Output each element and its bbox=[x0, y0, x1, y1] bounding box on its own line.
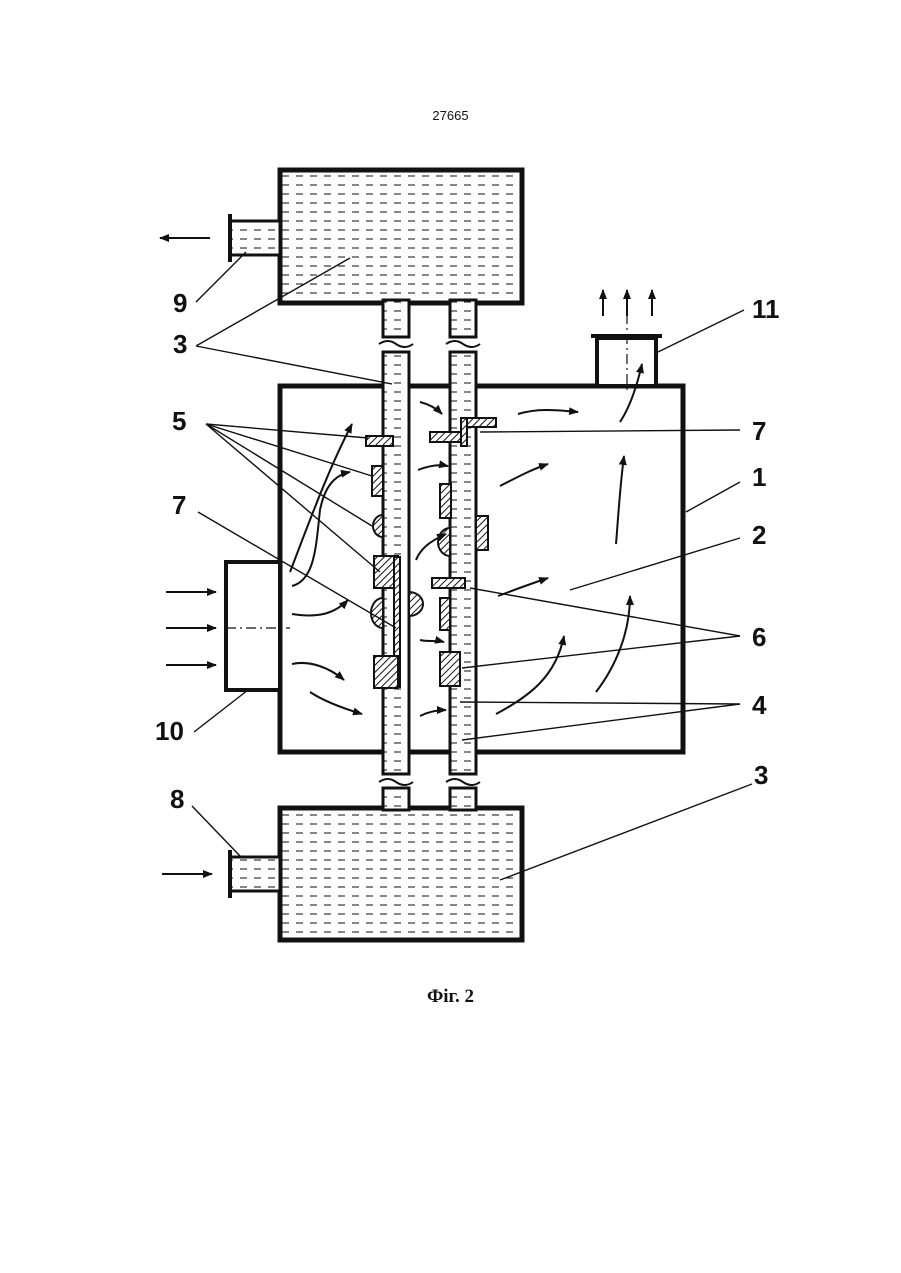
top-tank bbox=[280, 170, 522, 303]
label-2: 2 bbox=[752, 520, 766, 550]
label-6: 6 bbox=[752, 622, 766, 652]
label-7-right: 7 bbox=[752, 416, 766, 446]
inlet-pipe-8 bbox=[162, 850, 280, 898]
inlet-box-10 bbox=[166, 562, 290, 690]
label-4: 4 bbox=[752, 690, 767, 720]
bottom-tank bbox=[280, 808, 522, 940]
label-3-top: 3 bbox=[173, 329, 187, 359]
label-3-bottom: 3 bbox=[754, 760, 768, 790]
housing bbox=[280, 386, 683, 752]
label-10: 10 bbox=[155, 716, 184, 746]
outlet-pipe-9 bbox=[160, 214, 280, 262]
exhaust-chimney-11 bbox=[591, 290, 662, 390]
heat-pipe-right bbox=[446, 300, 480, 810]
label-8: 8 bbox=[170, 784, 184, 814]
figure-caption: Фіг. 2 bbox=[0, 986, 901, 1008]
label-9: 9 bbox=[173, 288, 187, 318]
label-1: 1 bbox=[752, 462, 766, 492]
label-11: 11 bbox=[752, 294, 780, 324]
label-5: 5 bbox=[172, 406, 186, 436]
label-7-left: 7 bbox=[172, 490, 186, 520]
